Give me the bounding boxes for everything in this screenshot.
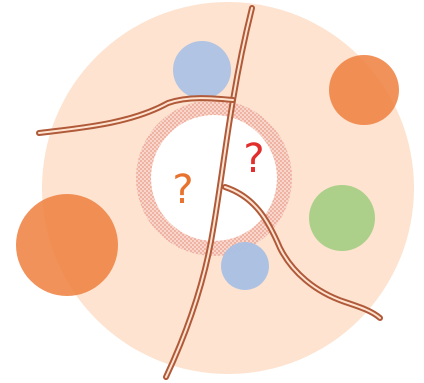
- green-circle: [309, 185, 375, 251]
- orange-circle-left: [16, 194, 118, 296]
- blue-circle-top: [173, 41, 231, 99]
- orange-circle-right: [329, 55, 399, 125]
- question-mark-left: ?: [172, 167, 193, 213]
- question-mark-right: ?: [243, 136, 264, 182]
- blue-circle-bottom: [221, 242, 269, 290]
